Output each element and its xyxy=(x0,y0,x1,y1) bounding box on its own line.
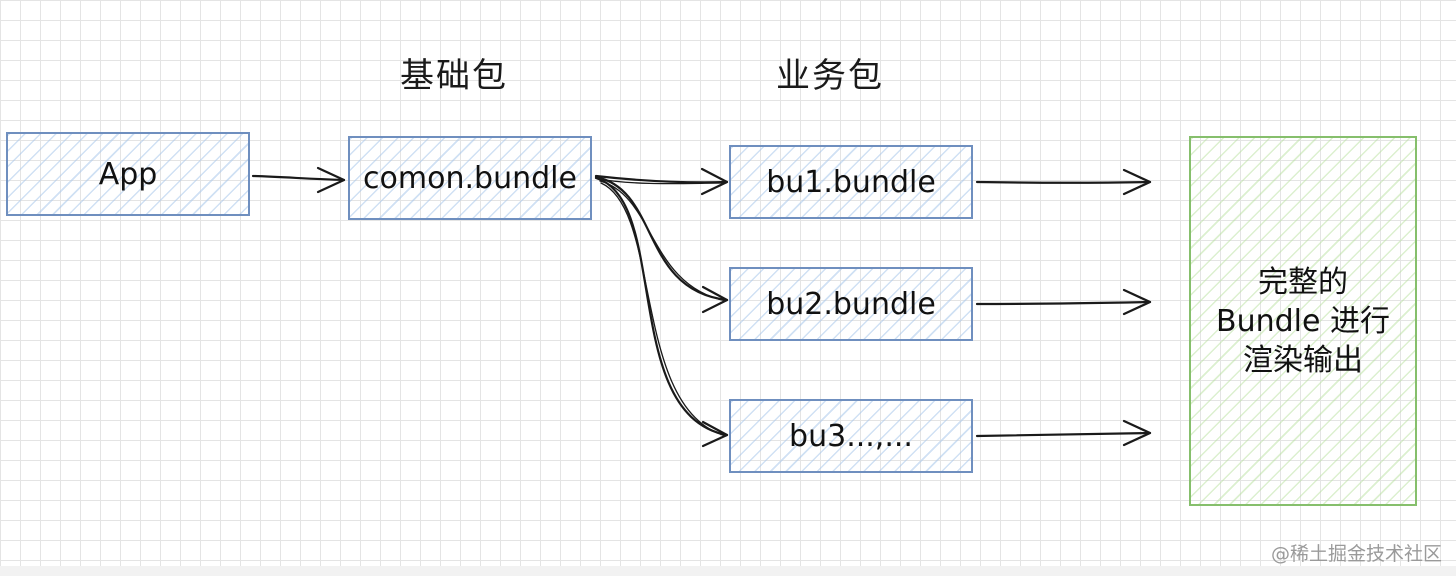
footer-bar xyxy=(0,566,1456,576)
arrow-bu1-to-output xyxy=(975,168,1152,196)
node-app: App xyxy=(6,132,250,216)
node-bu1-bundle: bu1.bundle xyxy=(729,145,973,219)
node-bu3-label: bu3...,... xyxy=(789,418,913,454)
arrow-bu3-to-output xyxy=(975,419,1152,447)
output-line-3: 渲染输出 xyxy=(1242,342,1363,378)
node-bu2-bundle-label: bu2.bundle xyxy=(766,286,936,322)
arrow-bu2-to-output xyxy=(975,288,1152,316)
node-common-bundle: comon.bundle xyxy=(348,136,592,220)
output-line-1: 完整的 xyxy=(1257,264,1348,300)
node-app-label: App xyxy=(98,156,158,192)
arrow-common-to-bu1 xyxy=(594,167,729,196)
arrow-app-to-common xyxy=(251,166,346,194)
node-bu3: bu3...,... xyxy=(729,399,973,473)
arrow-common-to-bu3 xyxy=(594,176,729,448)
node-bu2-bundle: bu2.bundle xyxy=(729,267,973,341)
node-bu1-bundle-label: bu1.bundle xyxy=(766,164,936,200)
output-line-2: Bundle 进行 xyxy=(1216,303,1390,339)
node-common-bundle-label: comon.bundle xyxy=(363,160,577,196)
watermark: @稀土掘金技术社区 xyxy=(1270,543,1442,565)
arrow-common-to-bu2 xyxy=(594,175,729,314)
heading-base-package: 基础包 xyxy=(400,56,508,96)
node-complete-bundle-output: 完整的 Bundle 进行 渲染输出 xyxy=(1189,136,1417,506)
heading-business-package: 业务包 xyxy=(776,56,884,96)
